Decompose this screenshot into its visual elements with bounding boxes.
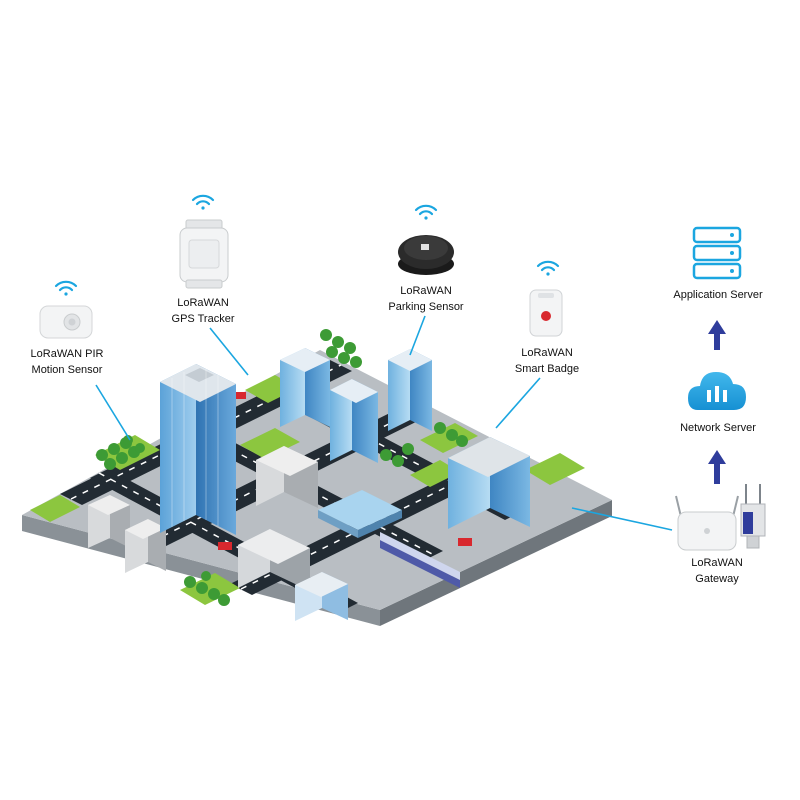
parking-sensor-icon xyxy=(398,235,454,275)
gateway-icon xyxy=(675,495,739,551)
wifi-signal-icon xyxy=(414,204,438,220)
wifi-signal-icon xyxy=(191,194,215,210)
parking-sensor-label: LoRaWAN Parking Sensor xyxy=(380,283,472,315)
city-block xyxy=(22,329,612,626)
badge-label-line1: LoRaWAN xyxy=(521,347,573,359)
small-buildings xyxy=(88,348,530,621)
gateway-link xyxy=(571,507,673,531)
bus xyxy=(218,542,232,550)
parking-label-line2: Parking Sensor xyxy=(388,301,464,313)
pir-motion-sensor-icon xyxy=(39,305,93,339)
smart-badge-icon xyxy=(529,289,563,337)
network-server-label: Network Server xyxy=(680,422,756,434)
train xyxy=(380,532,460,588)
arrow-up-icon xyxy=(708,450,726,484)
badge-label-line2: Smart Badge xyxy=(514,363,580,375)
bus xyxy=(236,392,246,399)
gps-link xyxy=(209,327,249,376)
outdoor-gateway-icon xyxy=(740,484,766,549)
pir-label-line2: Motion Sensor xyxy=(31,364,103,376)
trees xyxy=(96,329,468,606)
main-tower xyxy=(160,364,236,535)
wifi-signal-icon xyxy=(536,260,560,276)
smart-badge-label: LoRaWAN Smart Badge xyxy=(505,345,589,377)
parking-link xyxy=(409,315,426,356)
server-stack-icon xyxy=(692,226,742,280)
gateway-label-line2: Gateway xyxy=(695,573,739,585)
ground-side-right xyxy=(380,500,612,626)
parking-label-line1: LoRaWAN xyxy=(400,285,452,297)
ground-side-left xyxy=(22,515,380,626)
gps-label-line1: LoRaWAN xyxy=(177,297,229,309)
connection-lines xyxy=(95,315,673,531)
pir-sensor-label: LoRaWAN PIR Motion Sensor xyxy=(24,346,110,378)
badge-link xyxy=(495,377,541,429)
gps-tracker-icon xyxy=(179,219,229,289)
cloud-network-icon xyxy=(688,372,746,410)
arrow-up-icon xyxy=(708,320,726,350)
gateway-label: LoRaWAN Gateway xyxy=(675,555,759,587)
train-station xyxy=(318,490,402,538)
bus xyxy=(458,538,472,546)
pir-link xyxy=(95,384,131,441)
pir-label-line1: LoRaWAN PIR xyxy=(30,348,104,360)
gateway-label-line1: LoRaWAN xyxy=(691,557,743,569)
gps-label-line2: GPS Tracker xyxy=(171,313,235,325)
application-server-label: Application Server xyxy=(673,289,763,301)
wifi-signal-icon xyxy=(54,280,78,296)
gps-tracker-label: LoRaWAN GPS Tracker xyxy=(160,295,246,327)
